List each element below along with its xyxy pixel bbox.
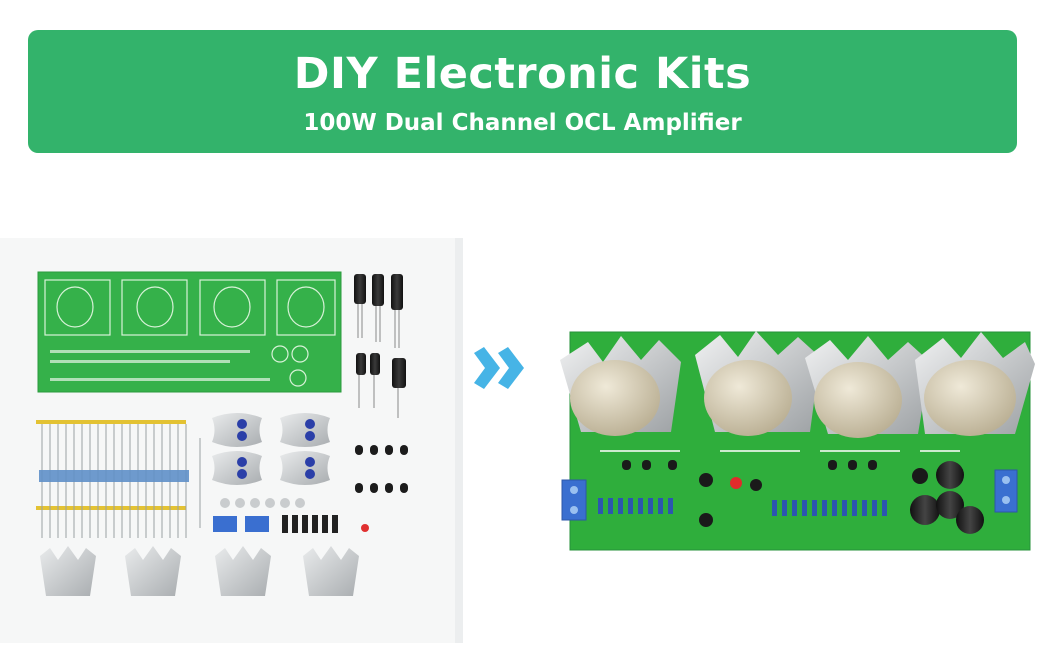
banner-title: DIY Electronic Kits [293, 48, 752, 99]
photo-divider [455, 238, 463, 643]
bare-pcb [37, 271, 342, 393]
heatsink-group [560, 331, 1035, 438]
kit-parts-photo [36, 271, 408, 596]
assembled-board-photo [560, 331, 1035, 551]
title-banner: DIY Electronic Kits 100W Dual Channel OC… [28, 30, 1017, 153]
double-chevron-right-icon [474, 347, 524, 389]
banner-subtitle: 100W Dual Channel OCL Amplifier [303, 109, 742, 136]
